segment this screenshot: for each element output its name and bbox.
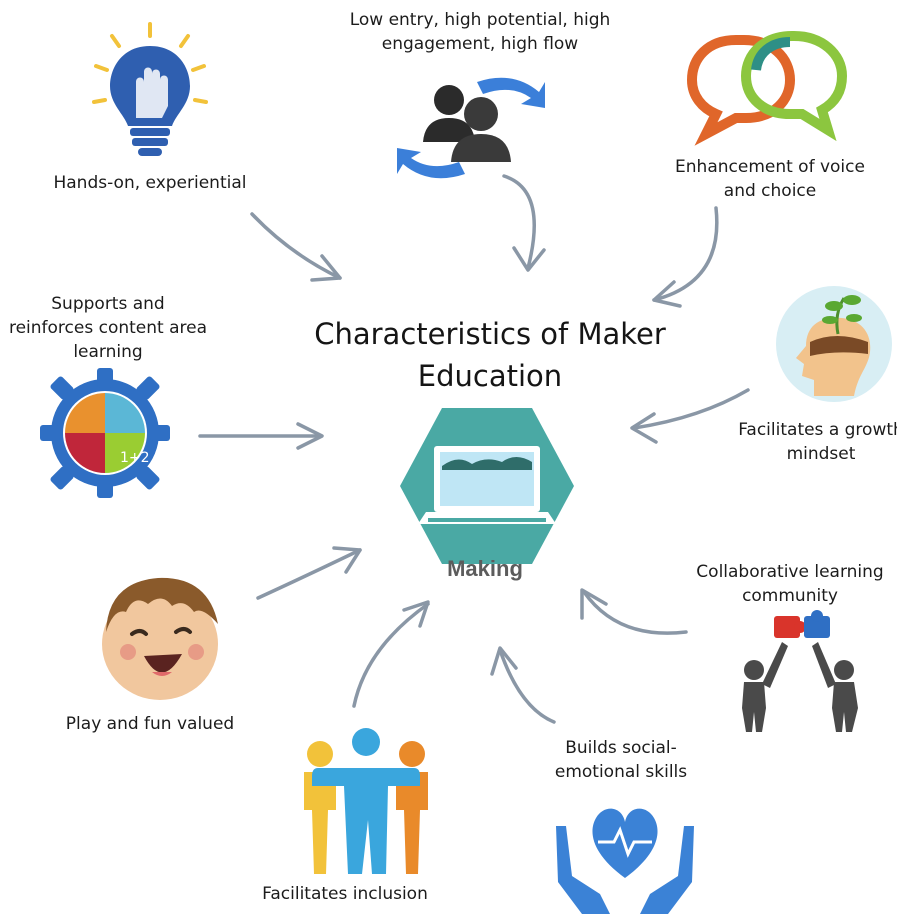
label-play-fun: Play and fun valued (65, 714, 235, 734)
speech-bubbles-icon (686, 30, 848, 146)
lightbulb-hand-icon (92, 22, 208, 162)
label-hands-on: Hands-on, experiential (53, 173, 247, 193)
label-low-entry: Low entry, high potential, high engageme… (349, 10, 611, 54)
arrow-play-fun (256, 546, 362, 600)
arrow-growth-mindset (630, 388, 750, 444)
head-plant-icon (774, 284, 894, 404)
subjects-gear-icon: 1+2 (40, 368, 170, 498)
arrow-social-emotional (490, 646, 556, 724)
label-content-area: Supports and reinforces content area lea… (8, 294, 208, 362)
arrow-collaborative (580, 588, 688, 635)
center-label: Making (447, 556, 523, 581)
arrow-low-entry (502, 174, 546, 272)
label-voice-choice: Enhancement of voice and choice (675, 157, 865, 201)
diagram-title: Characteristics of Maker Education (314, 317, 666, 393)
arrow-inclusion (352, 600, 430, 708)
heart-hands-icon (552, 786, 698, 916)
label-social-emotional: Builds social-emotional skills (554, 738, 688, 782)
arrow-content-area (198, 422, 324, 450)
puzzle-people-icon (732, 610, 872, 734)
group-people-icon (296, 728, 436, 878)
label-growth-mindset: Facilitates a growth mindset (738, 420, 897, 464)
label-inclusion: Facilitates inclusion (262, 884, 428, 904)
label-collaborative: Collaborative learning community (696, 562, 884, 606)
arrow-hands-on (250, 212, 342, 282)
svg-text:1+2: 1+2 (120, 450, 150, 466)
making-laptop-icon (398, 406, 576, 566)
laughing-face-icon (98, 572, 224, 702)
people-cycle-icon (395, 62, 545, 192)
arrow-voice-choice (652, 206, 719, 308)
